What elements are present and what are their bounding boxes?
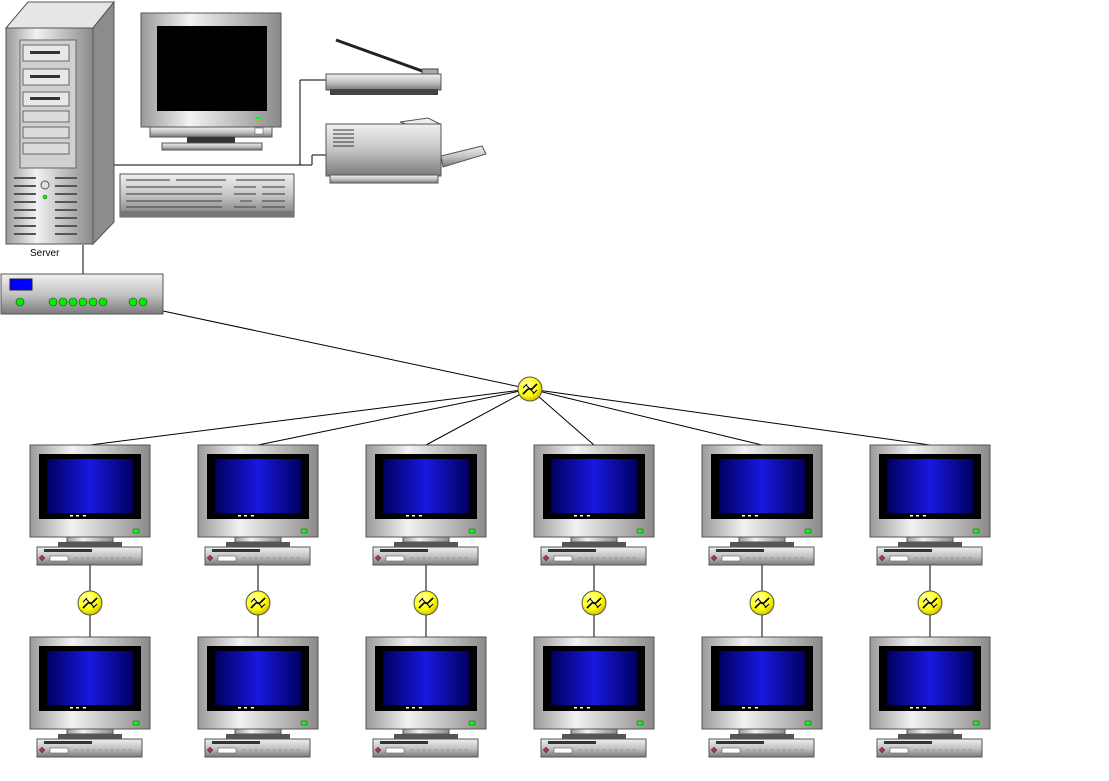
workstation-icon[interactable] [869, 444, 991, 566]
workstation-icon[interactable] [365, 444, 487, 566]
network-connector-icon[interactable] [917, 590, 943, 616]
workstation-icon[interactable] [29, 636, 151, 758]
network-connector-icon[interactable] [749, 590, 775, 616]
workstation-icon[interactable] [533, 444, 655, 566]
workstation-icon[interactable] [533, 636, 655, 758]
server-label: Server [30, 248, 60, 259]
workstation-icon[interactable] [365, 636, 487, 758]
workstation-icon[interactable] [197, 636, 319, 758]
workstation-icon[interactable] [701, 444, 823, 566]
network-hub-icon[interactable] [0, 273, 164, 315]
workstation-icon[interactable] [869, 636, 991, 758]
workstation-icon[interactable] [197, 444, 319, 566]
flatbed-scanner-icon[interactable] [325, 38, 442, 95]
workstation-icon[interactable] [701, 636, 823, 758]
workstation-icon[interactable] [29, 444, 151, 566]
server-tower-icon[interactable] [4, 0, 116, 246]
network-connector-icon[interactable] [245, 590, 271, 616]
network-connector-icon[interactable] [77, 590, 103, 616]
workstation-grid [29, 444, 991, 758]
laser-printer-icon[interactable] [325, 117, 487, 184]
crt-monitor-icon[interactable] [140, 12, 282, 151]
main-network-connector-icon[interactable] [517, 376, 543, 402]
connection-lines [82, 79, 531, 390]
network-connector-icon[interactable] [581, 590, 607, 616]
keyboard-icon[interactable] [119, 173, 295, 218]
network-connector-icon[interactable] [413, 590, 439, 616]
